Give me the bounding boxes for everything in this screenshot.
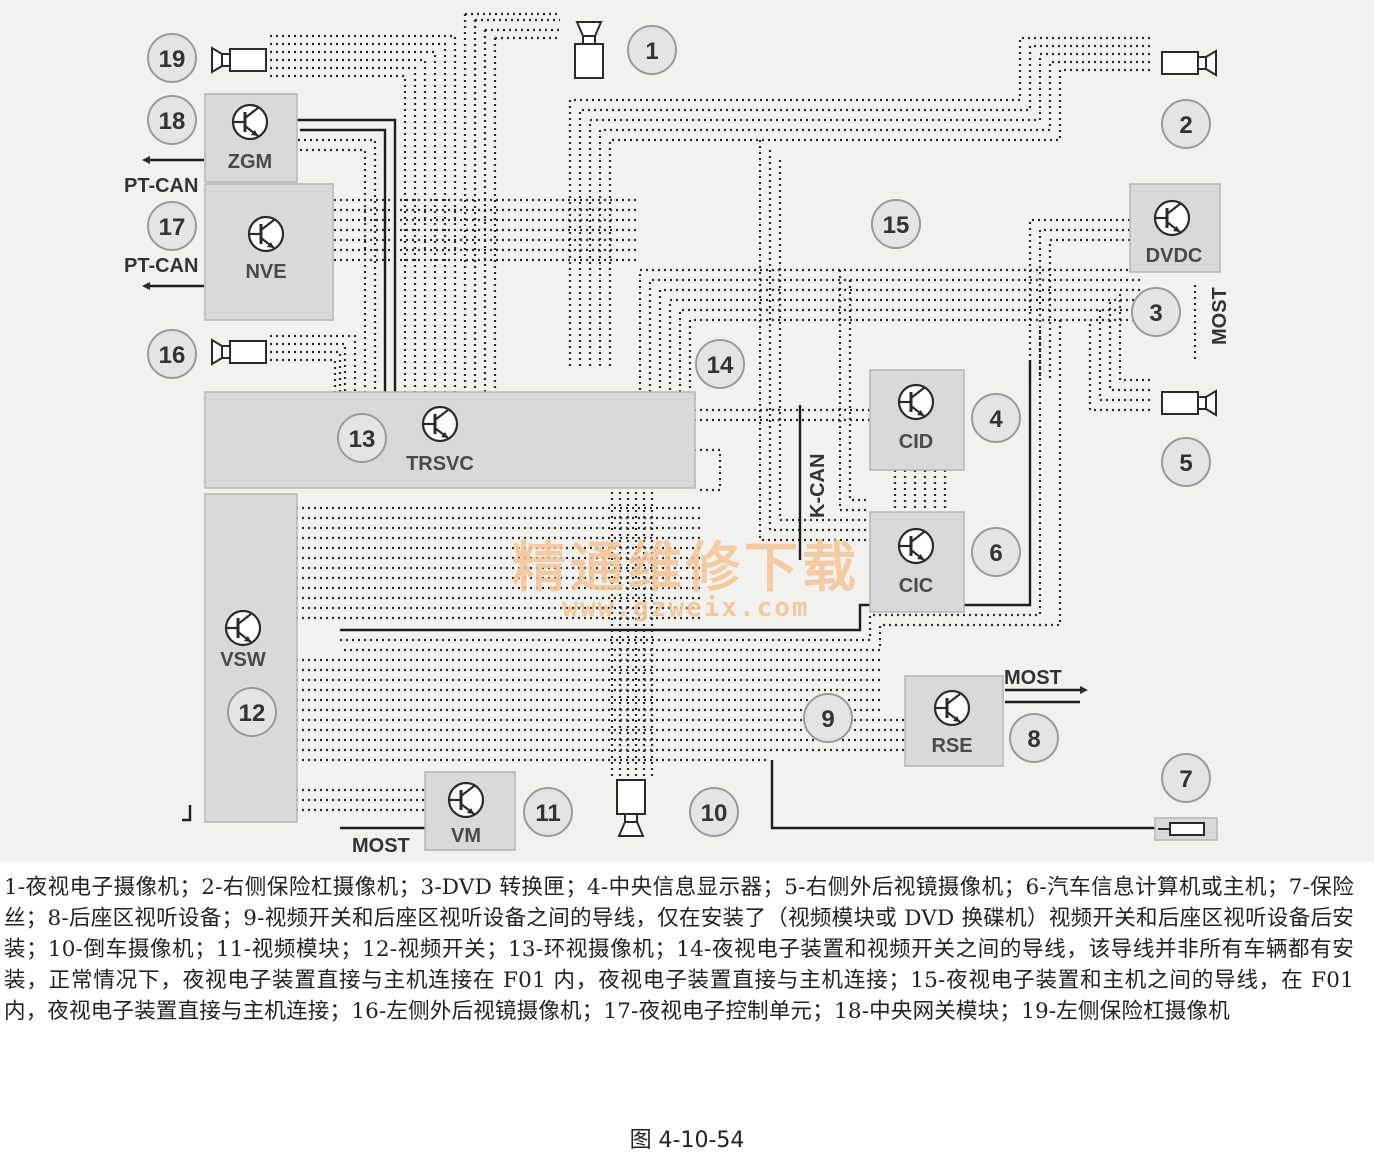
- figure-label: 图 4-10-54: [629, 1128, 745, 1153]
- nve-label: NVE: [245, 261, 286, 283]
- bus-labels: PT-CAN PT-CAN MOST MOST MOST K-CAN: [124, 175, 1231, 857]
- callout-18: 18: [147, 95, 197, 145]
- callout-19: 19: [147, 33, 197, 83]
- trsvc-box: [204, 391, 696, 489]
- callout-14: 14: [695, 339, 745, 389]
- svg-text:4: 4: [989, 406, 1003, 433]
- camera-16-icon: [211, 339, 267, 365]
- svg-text:13: 13: [349, 426, 376, 453]
- svg-text:6: 6: [989, 540, 1002, 567]
- callout-11: 11: [523, 787, 573, 837]
- rse-transistor-icon: [933, 689, 971, 727]
- svg-text:10: 10: [701, 800, 728, 827]
- callout-12: 12: [227, 687, 277, 737]
- most-dvdc-label: MOST: [1209, 287, 1231, 345]
- wiring-diagram-svg: ZGM NVE TRSVC VSW VM CID CIC DVDC RSE PT…: [124, 12, 1231, 857]
- most-vm-label: MOST: [352, 835, 410, 857]
- svg-text:3: 3: [1149, 300, 1162, 327]
- svg-text:15: 15: [883, 212, 910, 239]
- callout-10: 10: [689, 787, 739, 837]
- svg-text:9: 9: [821, 706, 834, 733]
- dvdc-label: DVDC: [1146, 245, 1203, 267]
- wire-bundles: [270, 12, 1155, 830]
- callout-5: 5: [1161, 437, 1211, 487]
- svg-text:18: 18: [159, 108, 186, 135]
- cid-label: CID: [899, 431, 933, 453]
- nve-box: [204, 183, 334, 321]
- nve-transistor-icon: [247, 215, 285, 253]
- trsvc-label: TRSVC: [406, 453, 474, 475]
- zgm-label: ZGM: [228, 151, 272, 173]
- camera-19-icon: [211, 47, 267, 73]
- zgm-transistor-icon: [231, 103, 269, 141]
- callout-6: 6: [971, 527, 1021, 577]
- vsw-label: VSW: [220, 649, 266, 671]
- callout-2: 2: [1161, 99, 1211, 149]
- cic-transistor-icon: [897, 527, 935, 565]
- module-labels: ZGM NVE TRSVC VSW VM CID CIC DVDC RSE: [220, 151, 1202, 847]
- callout-16: 16: [147, 329, 197, 379]
- rse-label: RSE: [931, 735, 972, 757]
- watermark-main-text: 精通维修下载: [512, 535, 860, 599]
- svg-text:8: 8: [1027, 726, 1040, 753]
- svg-text:19: 19: [159, 46, 186, 73]
- svg-text:17: 17: [159, 214, 186, 241]
- callout-7: 7: [1161, 753, 1211, 803]
- svg-text:16: 16: [159, 342, 186, 369]
- vm-transistor-icon: [447, 781, 485, 819]
- k-can-label: K-CAN: [807, 454, 829, 518]
- svg-text:11: 11: [535, 800, 560, 827]
- camera-2-icon: [1161, 50, 1217, 76]
- camera-1-icon: [574, 21, 604, 79]
- cid-transistor-icon: [897, 383, 935, 421]
- callout-9: 9: [803, 693, 853, 743]
- module-boxes: [204, 93, 1221, 851]
- callout-13: 13: [337, 413, 387, 463]
- fuse-icon: [1154, 817, 1218, 841]
- watermark-url-text: www.gzweix.com: [562, 593, 809, 623]
- wiring-diagram: ZGM NVE TRSVC VSW VM CID CIC DVDC RSE PT…: [0, 0, 1374, 862]
- number-callouts: 1 2 3 4 5 6 7 8 9 10 11 12 13 14 15 16 1…: [147, 25, 1211, 837]
- bus-lines: [142, 156, 1197, 822]
- callout-8: 8: [1009, 713, 1059, 763]
- callout-15: 15: [871, 199, 921, 249]
- svg-text:1: 1: [645, 38, 658, 65]
- camera-icons: [211, 21, 1218, 841]
- callout-17: 17: [147, 201, 197, 251]
- svg-text:12: 12: [239, 700, 266, 727]
- svg-text:7: 7: [1179, 766, 1192, 793]
- camera-5-icon: [1161, 390, 1217, 416]
- vsw-box: [204, 493, 298, 823]
- dvdc-transistor-icon: [1153, 199, 1191, 237]
- vm-label: VM: [451, 825, 481, 847]
- callout-4: 4: [971, 393, 1021, 443]
- trsvc-transistor-icon: [421, 405, 459, 443]
- figure-caption: 1-夜视电子摄像机；2-右侧保险杠摄像机；3-DVD 转换匣；4-中央信息显示器…: [4, 875, 1354, 1024]
- pt-can-bottom-label: PT-CAN: [124, 255, 198, 277]
- most-rse-label: MOST: [1004, 667, 1062, 689]
- callout-1: 1: [627, 25, 677, 75]
- watermark: 精通维修下载 www.gzweix.com: [512, 535, 860, 623]
- pt-can-top-label: PT-CAN: [124, 175, 198, 197]
- cic-label: CIC: [899, 575, 933, 597]
- vsw-transistor-icon: [224, 609, 262, 647]
- callout-3: 3: [1131, 287, 1181, 337]
- svg-text:5: 5: [1179, 450, 1192, 477]
- svg-text:2: 2: [1179, 112, 1192, 139]
- camera-10-icon: [616, 779, 646, 837]
- svg-text:14: 14: [707, 352, 734, 379]
